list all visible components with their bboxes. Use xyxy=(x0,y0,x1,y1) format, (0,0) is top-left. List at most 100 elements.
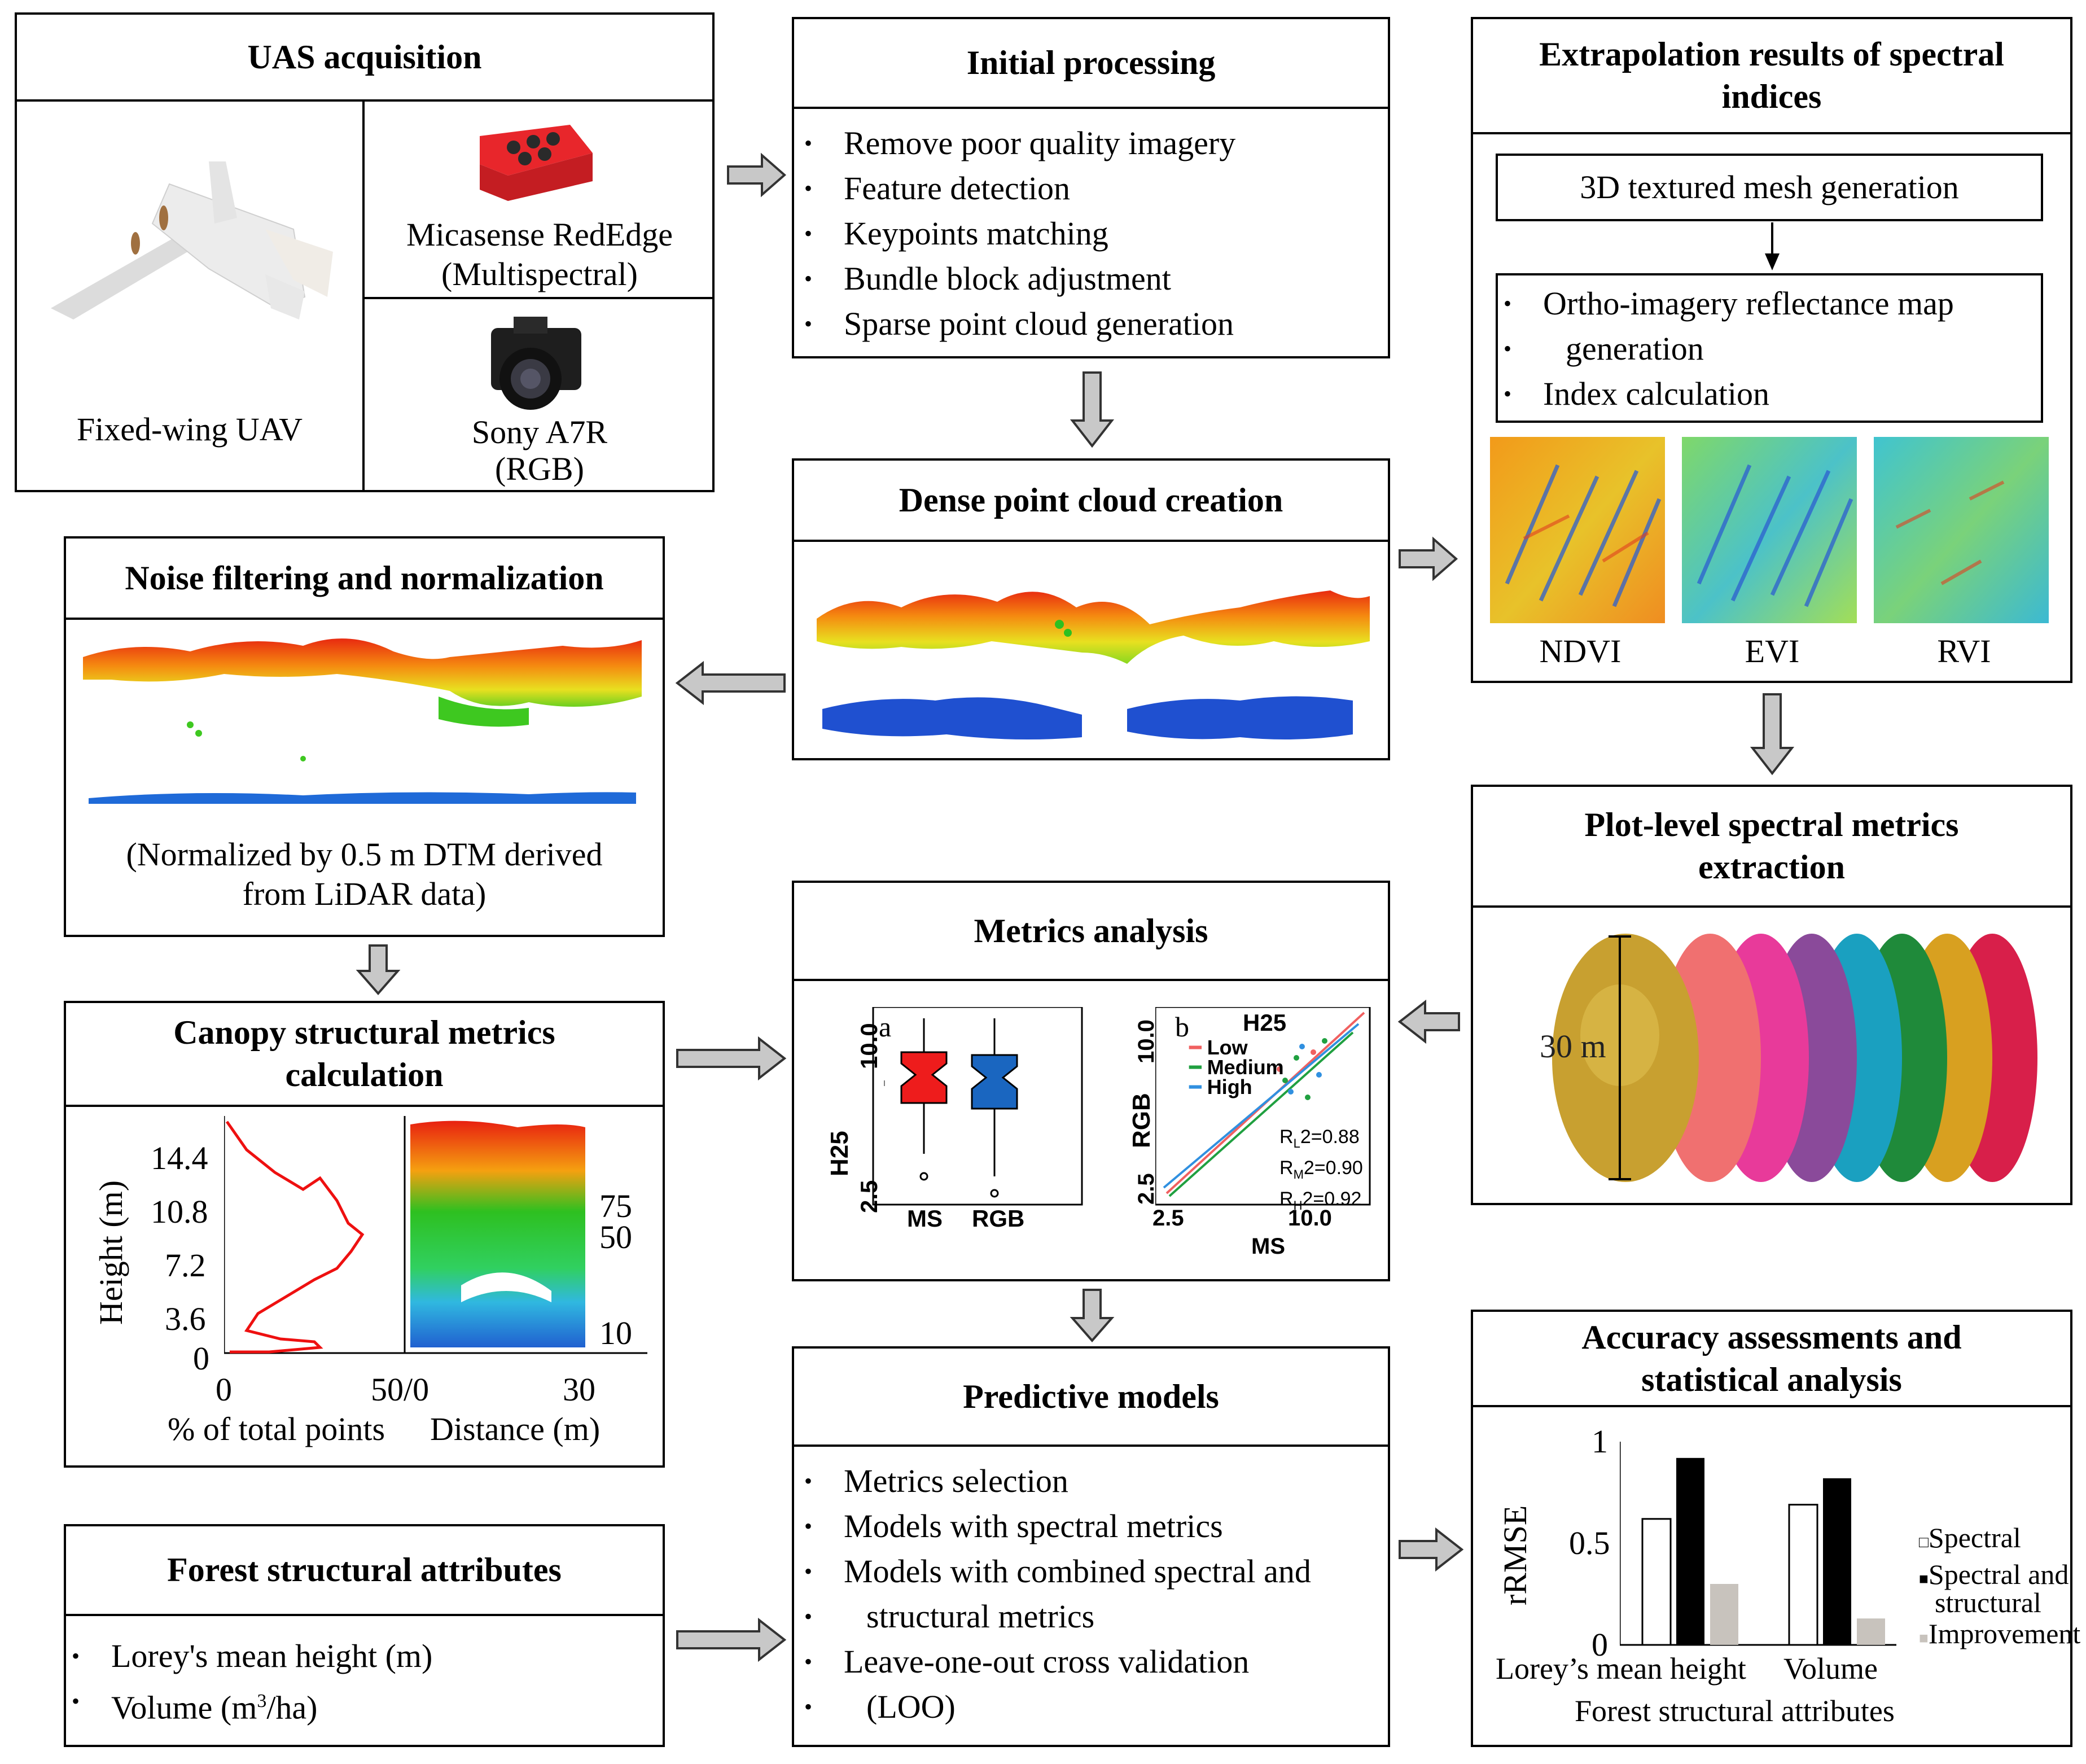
acc-legend-spectral: □Spectral xyxy=(1919,1521,2021,1555)
forest-attributes-list: Lorey's mean height (m) Volume (m3/ha) xyxy=(66,1634,432,1730)
right-arrow-icon xyxy=(727,152,787,198)
panel-b-ytick-lo: 2.5 xyxy=(1134,1173,1159,1205)
r2-text: R xyxy=(1279,1126,1294,1148)
panel-a-ytick-hi: 10.0 xyxy=(856,1023,882,1069)
list-item: Lorey's mean height (m) xyxy=(66,1634,432,1679)
bar-spectral-and-structural-0 xyxy=(1676,1457,1704,1645)
ortho-index-step: Ortho-imagery reflectance map generation… xyxy=(1496,273,2043,423)
canopy-ytick: 0 xyxy=(193,1340,209,1377)
bar-spectral-1 xyxy=(1788,1504,1818,1646)
legend-text: Improvement xyxy=(1928,1618,2081,1649)
list-item-text: generation xyxy=(1566,330,1704,367)
panel-b-xtick-lo: 2.5 xyxy=(1152,1206,1184,1231)
rgb-label-2: (RGB) xyxy=(495,450,584,487)
legend-swatch-icon: ■ xyxy=(1919,1570,1929,1588)
r2-sub: H xyxy=(1293,1198,1303,1213)
right-arrow-icon xyxy=(676,1036,787,1081)
plot-spectral-box: Plot-level spectral metrics extraction 3… xyxy=(1471,785,2072,1205)
noise-filtering-box: Noise filtering and normalization (Norma… xyxy=(64,536,665,937)
percentile-label: 10 xyxy=(599,1315,632,1351)
predictive-title: Predictive models xyxy=(794,1349,1388,1447)
acc-xlabel: Forest structural attributes xyxy=(1575,1694,1895,1728)
canopy-xlabel-left: % of total points xyxy=(168,1411,385,1447)
normalized-point-cloud-image xyxy=(83,638,642,804)
predictive-steps-list: Metrics selection Models with spectral m… xyxy=(799,1459,1311,1730)
legend-text: Low xyxy=(1207,1036,1248,1059)
acc-ytick: 0.5 xyxy=(1569,1525,1610,1561)
panel-b-xlabel: MS xyxy=(1251,1234,1285,1259)
acc-legend-combined-line2: structural xyxy=(1935,1587,2041,1618)
acc-ytick: 1 xyxy=(1592,1423,1608,1460)
list-item: Keypoints matching xyxy=(799,211,1235,256)
legend-swatch: ━ xyxy=(1189,1056,1207,1079)
extrapolation-box: Extrapolation results of spectral indice… xyxy=(1471,17,2072,683)
r2-value: 2=0.92 xyxy=(1302,1188,1362,1210)
list-item-text: Volume (m xyxy=(111,1689,257,1726)
r2-medium: RM2=0.90 xyxy=(1279,1157,1363,1182)
r2-value: 2=0.90 xyxy=(1303,1157,1363,1179)
accuracy-bar-chart xyxy=(1620,1442,1896,1646)
extrapolation-title: Extrapolation results of spectral indice… xyxy=(1473,19,2070,134)
legend-medium: ━ Medium xyxy=(1189,1055,1284,1079)
r2-low: RL2=0.88 xyxy=(1279,1126,1360,1151)
bar-improvement-1 xyxy=(1857,1618,1885,1645)
list-item-continued: (LOO) xyxy=(799,1684,1311,1730)
acc-ytick: 0 xyxy=(1592,1626,1608,1663)
r2-high: RH2=0.92 xyxy=(1279,1188,1361,1213)
down-arrow-icon xyxy=(1750,693,1795,776)
forest-attributes-box: Forest structural attributes Lorey's mea… xyxy=(64,1524,665,1747)
panel-a-ylabel: H25 xyxy=(826,1131,853,1176)
right-arrow-icon xyxy=(1399,1527,1464,1572)
panel-a-label: a xyxy=(879,1011,892,1043)
index-label-rvi: RVI xyxy=(1937,633,1991,669)
list-item: Models with combined spectral and xyxy=(799,1549,1311,1594)
list-item: Feature detection xyxy=(799,166,1235,211)
acc-category: Lorey’s mean height xyxy=(1496,1652,1746,1686)
normalization-note-1: (Normalized by 0.5 m DTM derived xyxy=(126,836,603,873)
canopy-xlabel-right: Distance (m) xyxy=(430,1411,601,1447)
list-item-continued: structural metrics xyxy=(799,1594,1311,1639)
noise-title: Noise filtering and normalization xyxy=(66,539,663,620)
initial-processing-box: Initial processing Remove poor quality i… xyxy=(792,17,1390,358)
accuracy-title-line-1: Accuracy assessments and xyxy=(1581,1318,1962,1356)
percentile-label: 75 xyxy=(599,1188,632,1224)
acc-legend-improvement: ■Improvement xyxy=(1919,1617,2080,1651)
plot-spectral-title: Plot-level spectral metrics extraction xyxy=(1473,787,2070,908)
list-item: Sparse point cloud generation xyxy=(799,301,1235,347)
scatter-panel-b xyxy=(1155,1007,1371,1206)
uas-title: UAS acquisition xyxy=(17,15,712,102)
right-arrow-icon xyxy=(676,1617,787,1662)
legend-text: High xyxy=(1207,1075,1252,1098)
canopy-ytick: 10.8 xyxy=(151,1193,208,1230)
legend-swatch-icon: □ xyxy=(1919,1534,1929,1551)
uas-acquisition-box: UAS acquisition Fixed-wing UAV Micasense… xyxy=(15,12,715,492)
accuracy-title: Accuracy assessments and statistical ana… xyxy=(1473,1312,2070,1407)
r2-text: R xyxy=(1279,1188,1294,1210)
dense-title: Dense point cloud creation xyxy=(794,461,1388,542)
panel-b-ytick-hi: 10.0 xyxy=(1134,1019,1159,1063)
canopy-profile-chart xyxy=(224,1116,647,1354)
list-item: Index calculation xyxy=(1498,371,1769,417)
canopy-xtick: 30 xyxy=(563,1371,595,1408)
list-item: Ortho-imagery reflectance map xyxy=(1498,281,1954,326)
list-item-text: /ha) xyxy=(266,1689,318,1726)
left-arrow-icon xyxy=(1397,999,1460,1044)
dense-point-cloud-image xyxy=(817,590,1370,739)
divider xyxy=(362,99,365,490)
panel-b-ylabel: RGB xyxy=(1128,1093,1155,1148)
mesh-generation-step: 3D textured mesh generation xyxy=(1496,154,2043,221)
legend-text: Spectral xyxy=(1928,1522,2021,1553)
ms-label-1: Micasense RedEdge xyxy=(406,216,673,253)
canopy-ytick: 14.4 xyxy=(151,1140,208,1176)
percentile-label: 50 xyxy=(599,1219,632,1255)
rgb-label-1: Sony A7R xyxy=(471,414,608,450)
list-item-text: structural metrics xyxy=(866,1598,1095,1635)
list-item: Bundle block adjustment xyxy=(799,256,1235,301)
legend-low: ━ Low xyxy=(1189,1035,1248,1060)
canopy-ylabel: Height (m) xyxy=(93,1180,129,1325)
legend-swatch-icon: ■ xyxy=(1919,1630,1929,1647)
extrap-title-line-2: indices xyxy=(1721,78,1822,115)
acc-ylabel: rRMSE xyxy=(1497,1505,1533,1605)
list-item: Leave-one-out cross validation xyxy=(799,1639,1311,1684)
superscript: 3 xyxy=(257,1691,267,1712)
